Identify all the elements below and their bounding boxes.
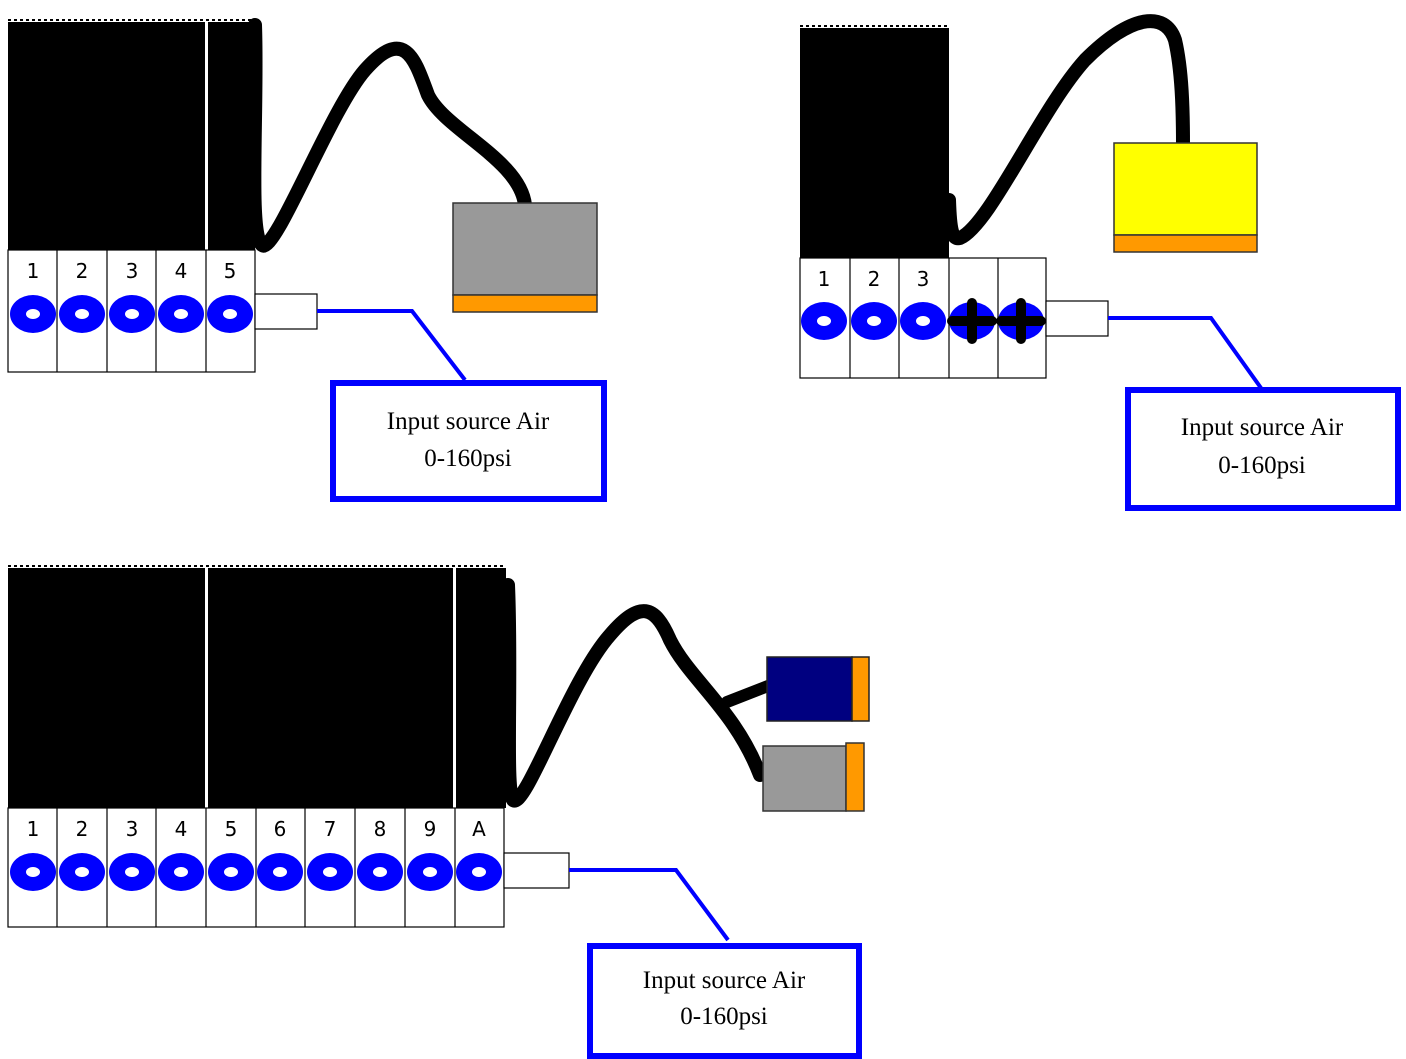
port-ring <box>109 295 155 333</box>
port-label: 9 <box>424 817 437 841</box>
port-ring <box>900 302 946 340</box>
air-line <box>317 309 467 382</box>
port-label: 1 <box>27 259 40 283</box>
sensor-strip <box>1113 234 1258 253</box>
air-line <box>569 868 730 942</box>
port-labels: 1 2 3 <box>818 267 930 291</box>
port-label: 7 <box>324 817 337 841</box>
callout-line-1: Input source Air <box>643 967 806 994</box>
port-label: 2 <box>868 267 881 291</box>
port-label: 2 <box>76 817 89 841</box>
sensor-body <box>766 656 853 722</box>
port-label: 3 <box>126 817 139 841</box>
sensor-cable <box>247 18 532 253</box>
manifold-body <box>800 25 949 258</box>
callout: Input source Air 0-160psi <box>330 380 607 502</box>
port-ring <box>208 853 254 891</box>
sensor <box>766 656 870 722</box>
port-ring <box>357 853 403 891</box>
callout-line-1: Input source Air <box>387 408 550 435</box>
port-ring <box>456 853 502 891</box>
port-label: 1 <box>27 817 40 841</box>
port-label: 3 <box>917 267 930 291</box>
callout: Input source Air 0-160psi <box>587 943 862 1059</box>
sensor-cable <box>501 578 767 808</box>
port-ring <box>851 302 897 340</box>
sensor-body <box>452 202 598 296</box>
port-ring <box>10 295 56 333</box>
port-ring <box>407 853 453 891</box>
port-rings <box>10 853 502 891</box>
callout-line-1: Input source Air <box>1181 414 1344 441</box>
port-ring <box>59 853 105 891</box>
port-ring <box>801 302 847 340</box>
manifold-body <box>8 19 255 250</box>
sensor-cable <box>942 14 1190 246</box>
callout-line-2: 0-160psi <box>680 1003 768 1030</box>
sensor-body <box>1113 142 1258 236</box>
port-ring <box>257 853 303 891</box>
sensor <box>1113 142 1258 253</box>
port-ring <box>207 295 253 333</box>
callout: Input source Air 0-160psi <box>1125 387 1401 511</box>
manifold-diagram-2: 1 2 3 Input source Air 0-160psi <box>799 14 1401 511</box>
port-ring <box>158 295 204 333</box>
callout-box <box>1125 387 1401 511</box>
port-label: 1 <box>818 267 831 291</box>
air-inlet-fitting <box>254 293 318 330</box>
port-plug <box>996 298 1046 344</box>
port-label: 2 <box>76 259 89 283</box>
port-label: 3 <box>126 259 139 283</box>
sensor-cable-branch <box>721 680 774 708</box>
port-labels: 1 2 3 4 5 <box>27 259 237 283</box>
sensor-body <box>762 745 847 812</box>
manifold-diagram-1: 1 2 3 4 5 Input source Air 0-160psi <box>7 18 607 502</box>
callout-line-2: 0-160psi <box>1218 452 1306 479</box>
port-labels: 1 2 3 4 5 6 7 8 9 A <box>27 817 487 841</box>
port-ring <box>10 853 56 891</box>
port-ring <box>307 853 353 891</box>
air-inlet-fitting <box>1045 300 1109 337</box>
callout-box <box>330 380 607 502</box>
callout-line-2: 0-160psi <box>424 445 512 472</box>
port-label: 4 <box>175 817 188 841</box>
sensor <box>762 742 865 812</box>
air-line <box>1108 316 1263 390</box>
port-label: 6 <box>274 817 287 841</box>
port-label: 5 <box>225 817 238 841</box>
sensor <box>452 202 598 313</box>
port-rings <box>10 295 253 333</box>
port-label: 8 <box>374 817 387 841</box>
port-label: 4 <box>175 259 188 283</box>
port-plug <box>947 298 997 344</box>
manifold-body <box>8 565 506 808</box>
air-inlet-fitting <box>503 852 570 889</box>
port-label: 5 <box>224 259 237 283</box>
port-ring <box>59 295 105 333</box>
port-rings <box>801 298 1046 344</box>
port-label: A <box>472 817 486 841</box>
manifold-diagram-3: 1 2 3 4 5 6 7 8 9 A Input source <box>7 565 870 1059</box>
sensor-strip <box>851 656 870 722</box>
sensor-strip <box>845 742 865 812</box>
port-ring <box>109 853 155 891</box>
callout-box <box>587 943 862 1059</box>
sensor-strip <box>452 294 598 313</box>
port-ring <box>158 853 204 891</box>
